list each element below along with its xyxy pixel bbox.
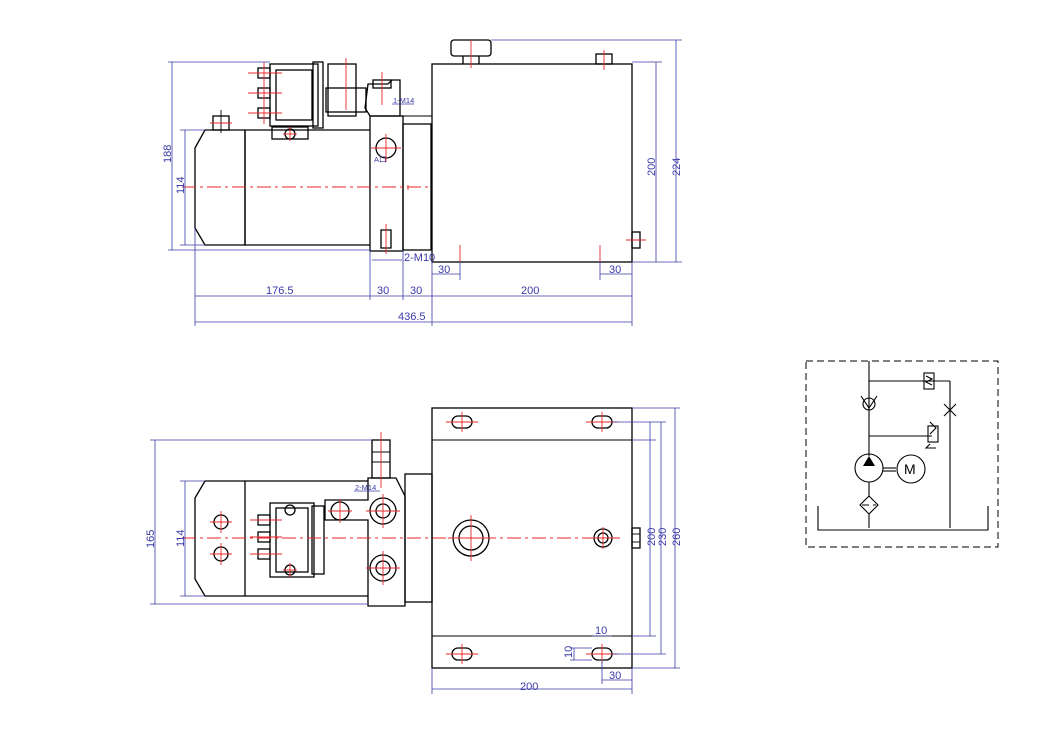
motor-side xyxy=(194,110,370,246)
check-valve-icon xyxy=(862,397,876,411)
dim-total-width: 260 xyxy=(671,528,683,546)
dim-overall-height: 188 xyxy=(162,145,174,163)
motor-top xyxy=(194,480,368,597)
motor-icon xyxy=(896,454,926,484)
dim-flange-width: 30 xyxy=(410,285,422,297)
motor-symbol: M xyxy=(904,461,916,477)
dim-bolt-offset-left: 30 xyxy=(438,264,450,276)
pressure-valve-icon xyxy=(927,425,939,443)
valve-block-top: 2-M14 xyxy=(324,432,433,607)
side-view: 1-M14 A口 xyxy=(162,39,683,326)
solenoid-valve-top xyxy=(250,502,325,578)
schematic-boundary xyxy=(805,360,999,548)
dim-motor-length: 176.5 xyxy=(266,285,294,297)
dim-block-width: 30 xyxy=(377,285,389,297)
top-dimensions: 114 165 200 230 260 200 xyxy=(145,407,683,694)
dim-motor-width: 114 xyxy=(175,529,187,547)
throttle-icon xyxy=(943,403,957,417)
side-dimensions: 114 188 200 224 2-M10 30 30 xyxy=(162,39,683,326)
dim-total-length: 436.5 xyxy=(398,311,426,323)
dim-slot-height: 10 xyxy=(563,646,575,658)
dim-tank-width: 200 xyxy=(646,528,658,546)
relief-valve-icon xyxy=(923,372,935,390)
solenoid-valve-side: 1-M14 xyxy=(248,58,414,129)
dim-total-height: 224 xyxy=(671,158,683,176)
bolt-label-side: 2-M10 xyxy=(404,252,435,264)
top-view: 2-M14 xyxy=(145,407,683,694)
reservoir-icon xyxy=(817,506,989,531)
valve-block-side: A口 xyxy=(369,115,432,254)
dim-tank-height: 200 xyxy=(646,158,658,176)
dim-hole-spacing: 230 xyxy=(657,528,669,546)
tank-top xyxy=(431,407,641,669)
dim-tank-length: 200 xyxy=(521,285,539,297)
hydraulic-schematic: M xyxy=(805,360,999,548)
dim-motor-height: 114 xyxy=(175,176,187,194)
dim-edge-offset: 30 xyxy=(609,670,621,682)
suction-label: A口 xyxy=(374,155,387,164)
port-label-top: 2-M14 xyxy=(355,483,376,492)
dim-tank-length-top: 200 xyxy=(520,681,538,693)
tank-side xyxy=(431,39,646,263)
port-label-side: 1-M14 xyxy=(393,96,414,105)
dim-slot-width: 10 xyxy=(595,625,607,637)
dim-bolt-offset-right: 30 xyxy=(609,264,621,276)
dim-overall-width: 165 xyxy=(145,530,157,548)
